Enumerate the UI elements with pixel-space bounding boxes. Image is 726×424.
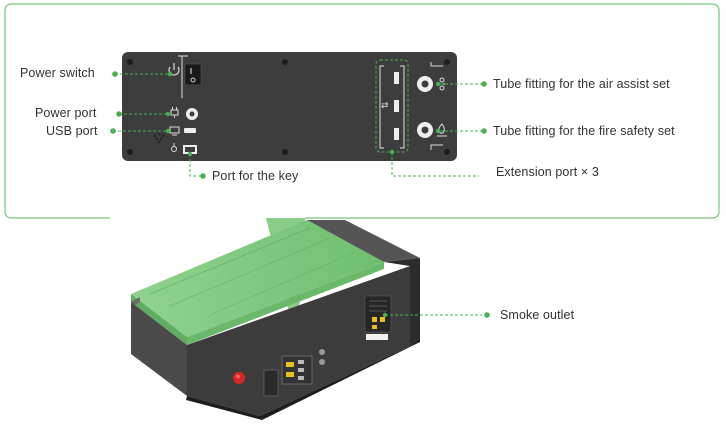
rear-panel: ⇅ bbox=[122, 52, 457, 161]
plug-icon bbox=[170, 107, 179, 118]
usb-port bbox=[184, 128, 196, 133]
flame-icon bbox=[437, 123, 447, 137]
label-extension-port: Extension port × 3 bbox=[496, 165, 599, 179]
leader-dots bbox=[110, 71, 490, 318]
svg-text:⇅: ⇅ bbox=[381, 101, 391, 109]
key-icon bbox=[171, 143, 177, 152]
label-usb-port: USB port bbox=[46, 124, 98, 138]
extension-port-2 bbox=[394, 100, 399, 112]
machine-right-face bbox=[384, 258, 420, 346]
extension-port-3 bbox=[394, 128, 399, 140]
speaker-grille bbox=[153, 132, 165, 144]
machine-front-face bbox=[131, 302, 187, 396]
label-smoke-outlet: Smoke outlet bbox=[500, 308, 575, 322]
extension-port-1 bbox=[394, 72, 399, 84]
monitor-icon bbox=[169, 126, 180, 136]
lid-top bbox=[131, 220, 384, 337]
power-icon bbox=[168, 63, 180, 76]
machine-illustration bbox=[131, 220, 420, 420]
label-power-port: Power port bbox=[35, 106, 97, 120]
label-power-switch: Power switch bbox=[20, 66, 95, 80]
label-air-assist: Tube fitting for the air assist set bbox=[493, 77, 670, 91]
zoom-frame bbox=[4, 3, 720, 219]
label-fire-safety: Tube fitting for the fire safety set bbox=[493, 124, 675, 138]
power-switch bbox=[184, 63, 202, 86]
label-key-port: Port for the key bbox=[212, 169, 299, 183]
